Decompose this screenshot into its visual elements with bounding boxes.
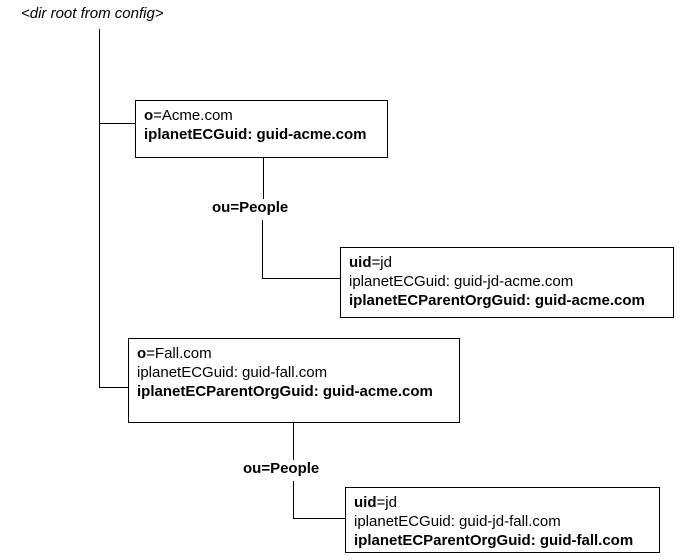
- connector-trunk-to-acme-org: [99, 123, 136, 124]
- rdn-attr: uid: [349, 254, 372, 271]
- connector-acme-to-people-label: [263, 158, 264, 199]
- ou-people-label-acme: ou=People: [212, 199, 289, 216]
- node-guid-line: iplanetECGuid: guid-jd-acme.com: [349, 273, 574, 290]
- rdn-rest: =jd: [371, 254, 392, 271]
- node-guid-line: iplanetECGuid: guid-fall.com: [137, 364, 328, 381]
- node-rdn-line: uid=jd: [354, 493, 651, 512]
- rdn-attr: uid: [354, 494, 377, 511]
- connector-fall-to-people-label: [293, 423, 294, 460]
- node-user-jd-fall: uid=jd iplanetECGuid: guid-jd-fall.com i…: [345, 487, 660, 553]
- node-rdn-line: uid=jd: [349, 253, 665, 272]
- node-parent-guid-line: iplanetECParentOrgGuid: guid-acme.com: [349, 292, 645, 309]
- rdn-rest: =Acme.com: [153, 107, 233, 124]
- rdn-attr: o: [144, 107, 154, 124]
- connector-people-acme-down: [262, 220, 263, 279]
- node-org-fall: o=Fall.com iplanetECGuid: guid-fall.com …: [128, 338, 460, 423]
- connector-people-to-jd-acme: [262, 278, 341, 279]
- rdn-rest: =Fall.com: [146, 345, 212, 362]
- node-rdn-line: o=Acme.com: [144, 106, 379, 125]
- connector-trunk-vertical: [99, 29, 100, 388]
- node-parent-guid-line: iplanetECParentOrgGuid: guid-fall.com: [354, 532, 634, 549]
- ou-people-label-fall: ou=People: [243, 460, 320, 477]
- connector-people-to-jd-fall: [293, 518, 346, 519]
- node-org-acme: o=Acme.com iplanetECGuid: guid-acme.com: [135, 100, 388, 158]
- node-guid-line: iplanetECGuid: guid-jd-fall.com: [354, 513, 561, 530]
- node-parent-guid-line: iplanetECParentOrgGuid: guid-acme.com: [137, 383, 433, 400]
- connector-people-fall-down: [293, 481, 294, 519]
- rdn-rest: =jd: [376, 494, 397, 511]
- dir-root-label: <dir root from config>: [21, 5, 164, 22]
- node-user-jd-acme: uid=jd iplanetECGuid: guid-jd-acme.com i…: [340, 247, 674, 318]
- rdn-attr: o: [137, 345, 147, 362]
- node-guid-line: iplanetECGuid: guid-acme.com: [144, 126, 367, 143]
- connector-trunk-to-fall-org: [99, 387, 129, 388]
- node-rdn-line: o=Fall.com: [137, 344, 451, 363]
